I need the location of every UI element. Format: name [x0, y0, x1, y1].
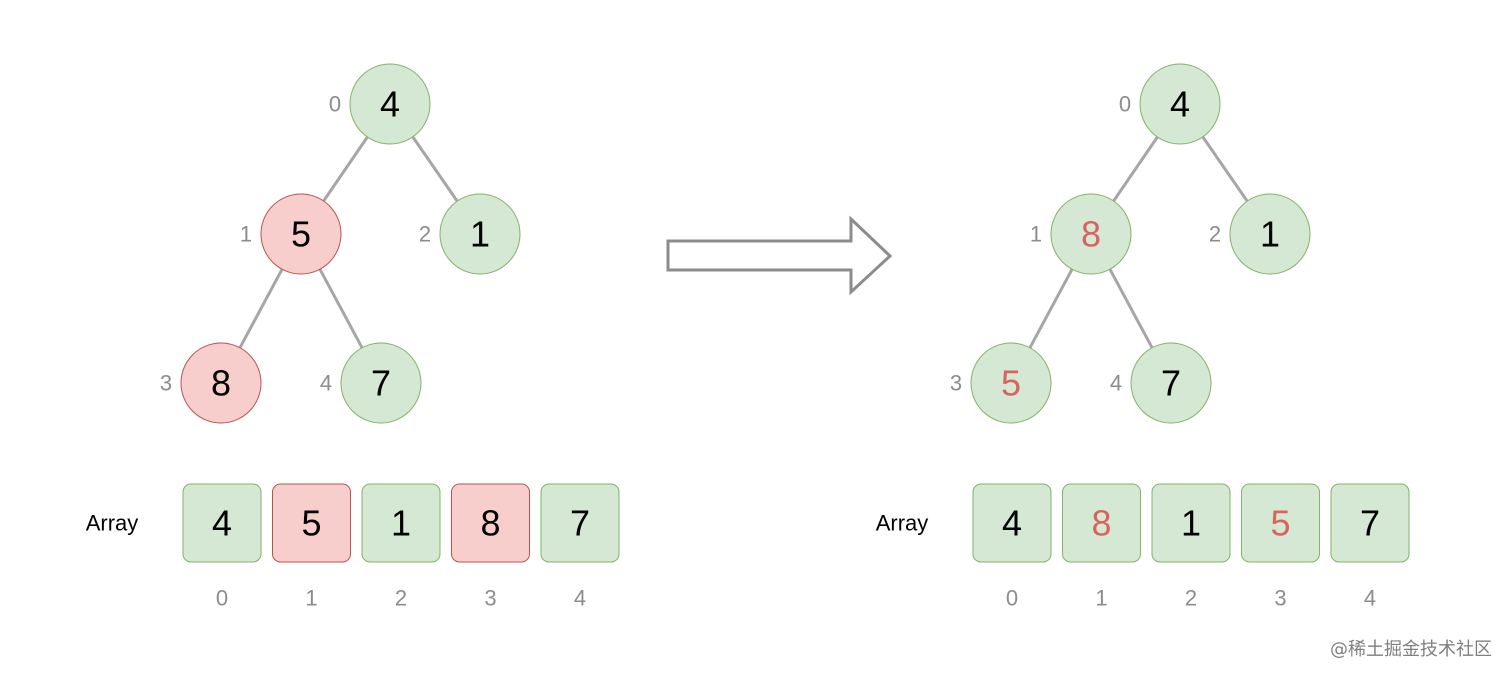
array-cell: 12 — [1151, 483, 1231, 611]
array-cell-value: 4 — [212, 503, 232, 544]
tree-node-value: 1 — [1260, 214, 1280, 255]
tree-node-circle — [349, 63, 431, 145]
array-cell: 40 — [972, 483, 1052, 611]
tree-node-circle — [260, 193, 342, 275]
array-cell-box — [1062, 483, 1141, 563]
array-cell-box — [272, 483, 351, 563]
tree-node-index: 2 — [419, 222, 431, 247]
array-cell-value: 5 — [301, 503, 321, 544]
tree-node-value: 4 — [380, 84, 400, 125]
tree-node-circle — [340, 342, 422, 424]
tree-node-index: 2 — [1209, 222, 1221, 247]
array-cell-index: 2 — [1185, 586, 1197, 611]
array-cell-box — [361, 483, 441, 563]
array-cell-value: 1 — [391, 503, 411, 544]
array-cell-index: 0 — [1006, 586, 1018, 611]
tree-node: 12 — [1209, 193, 1311, 275]
array-cell: 81 — [1062, 483, 1141, 611]
tree-edge-0-2 — [1201, 136, 1249, 202]
array-cell-value: 1 — [1181, 503, 1201, 544]
tree-node: 83 — [160, 342, 262, 424]
tree-node-value: 8 — [211, 363, 231, 404]
tree-node: 74 — [320, 342, 422, 424]
array-cell-box — [451, 483, 530, 563]
array-cell: 40 — [182, 483, 262, 611]
tree-node-circle — [1229, 193, 1311, 275]
tree-node-index: 4 — [1110, 371, 1122, 396]
tree-node-value: 7 — [371, 363, 391, 404]
tree-node: 53 — [950, 342, 1052, 424]
array-cell-box — [1330, 483, 1410, 563]
tree-node-value: 5 — [291, 214, 311, 255]
tree-node: 40 — [1119, 63, 1221, 145]
tree-edge-1-4 — [1108, 268, 1154, 349]
tree-node-index: 0 — [1119, 92, 1131, 117]
tree-node: 74 — [1110, 342, 1212, 424]
tree-node-index: 1 — [240, 222, 252, 247]
tree-node-circle — [1050, 193, 1132, 275]
tree-edge-0-2 — [411, 136, 459, 202]
array-cell-value: 5 — [1270, 503, 1290, 544]
array-cell-value: 8 — [480, 503, 500, 544]
tree-edge-1-3 — [238, 268, 284, 349]
tree-node: 40 — [329, 63, 431, 145]
tree-node-index: 3 — [160, 371, 172, 396]
array-cell: 12 — [361, 483, 441, 611]
array-cell: 74 — [1330, 483, 1410, 611]
tree-node-index: 3 — [950, 371, 962, 396]
tree-node-value: 8 — [1081, 214, 1101, 255]
array-cell-value: 7 — [1360, 503, 1380, 544]
array-cell-box — [1151, 483, 1231, 563]
tree-node-index: 4 — [320, 371, 332, 396]
array-cell-box — [182, 483, 262, 563]
array-cell-index: 3 — [1274, 586, 1286, 611]
tree-node: 12 — [419, 193, 521, 275]
array-cell-index: 1 — [1095, 586, 1107, 611]
array-label: Array — [86, 511, 139, 536]
array-cell-box — [1241, 483, 1320, 563]
array-cell-box — [972, 483, 1052, 563]
tree-node-circle — [970, 342, 1052, 424]
array-cell-index: 1 — [305, 586, 317, 611]
tree-node-index: 0 — [329, 92, 341, 117]
array-cell-index: 4 — [1364, 586, 1376, 611]
tree-node-index: 1 — [1030, 222, 1042, 247]
array-cell-index: 4 — [574, 586, 586, 611]
tree-node-value: 5 — [1001, 363, 1021, 404]
tree-node-value: 1 — [470, 214, 490, 255]
tree-node-value: 7 — [1161, 363, 1181, 404]
array-cell-box — [540, 483, 620, 563]
array-cell-index: 2 — [395, 586, 407, 611]
tree-edge-1-3 — [1028, 268, 1074, 349]
array-cell-index: 0 — [216, 586, 228, 611]
tree-node-value: 4 — [1170, 84, 1190, 125]
tree-node-circle — [1130, 342, 1212, 424]
array-cell-value: 8 — [1091, 503, 1111, 544]
tree-node: 81 — [1030, 193, 1132, 275]
tree-edge-0-1 — [322, 136, 369, 202]
tree-node-circle — [180, 342, 262, 424]
array-cell: 74 — [540, 483, 620, 611]
tree-edge-1-4 — [318, 268, 364, 349]
tree-node-circle — [439, 193, 521, 275]
array-cell-value: 7 — [570, 503, 590, 544]
watermark: @稀土掘金技术社区 — [1330, 639, 1492, 660]
array-cell: 83 — [451, 483, 530, 611]
tree-edge-0-1 — [1112, 136, 1159, 202]
array-label: Array — [876, 511, 929, 536]
right-arrow-outline-icon — [666, 215, 893, 296]
array-cell: 51 — [272, 483, 351, 611]
array-cell-value: 4 — [1002, 503, 1022, 544]
array-cell-index: 3 — [484, 586, 496, 611]
tree-node: 51 — [240, 193, 342, 275]
tree-node-circle — [1139, 63, 1221, 145]
array-cell: 53 — [1241, 483, 1320, 611]
